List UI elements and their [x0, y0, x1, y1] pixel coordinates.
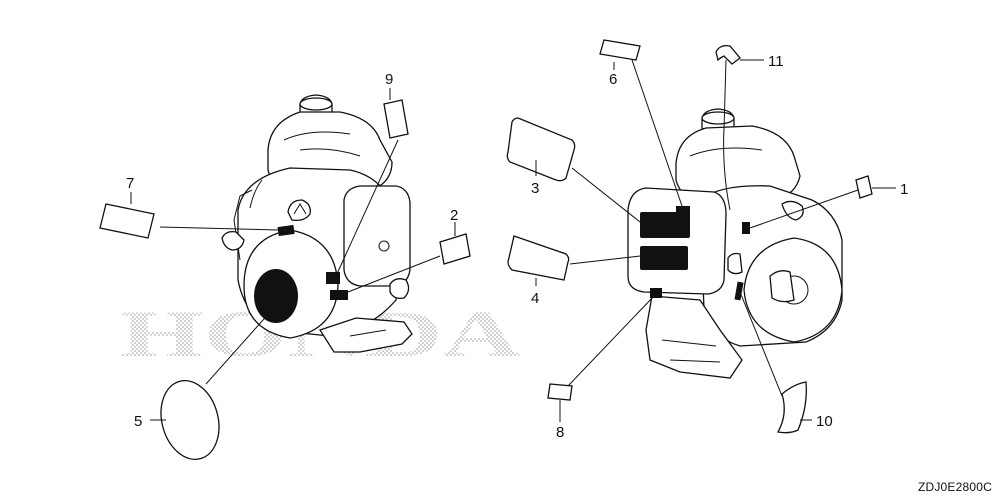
label-patch-2	[330, 290, 348, 300]
recoil-black-label	[254, 269, 298, 323]
part-shape-8	[547, 383, 573, 401]
label-patch-1	[742, 222, 750, 234]
engine-left-view	[221, 94, 413, 353]
callout-6: 6	[609, 71, 617, 88]
label-patch-4	[640, 246, 688, 270]
part-shape-5	[160, 380, 220, 460]
label-patch-9	[326, 272, 340, 284]
part-shape-3	[506, 117, 576, 182]
part-shape-9	[383, 99, 409, 139]
callout-8: 8	[556, 424, 564, 441]
label-patch-7	[277, 224, 295, 237]
part-shape-2	[439, 233, 471, 265]
callout-4: 4	[531, 290, 539, 307]
callout-7: 7	[126, 175, 134, 192]
part-shape-1	[855, 175, 873, 199]
part-shape-6	[599, 39, 641, 61]
label-patch-10	[734, 281, 744, 301]
callout-5: 5	[134, 413, 142, 430]
callout-labels: 7 9 2 5 3 4 6 11 1 8 10	[126, 53, 908, 441]
callout-1: 1	[900, 181, 908, 198]
part-shape-11	[715, 44, 741, 65]
part-shape-7	[99, 203, 155, 239]
callout-3: 3	[531, 180, 539, 197]
part-shape-4	[507, 235, 570, 281]
label-patch-8	[650, 288, 662, 298]
engine-right-view	[627, 108, 843, 379]
figure-code: ZDJ0E2800C	[917, 480, 992, 494]
label-patch-3	[640, 212, 690, 238]
callout-11: 11	[768, 53, 784, 70]
leader-lines	[130, 59, 896, 422]
part-shapes	[99, 39, 873, 460]
label-patch-6	[676, 206, 690, 213]
callout-2: 2	[450, 207, 458, 224]
callout-10: 10	[816, 413, 833, 430]
callout-9: 9	[385, 71, 393, 88]
part-shape-10	[776, 381, 807, 434]
